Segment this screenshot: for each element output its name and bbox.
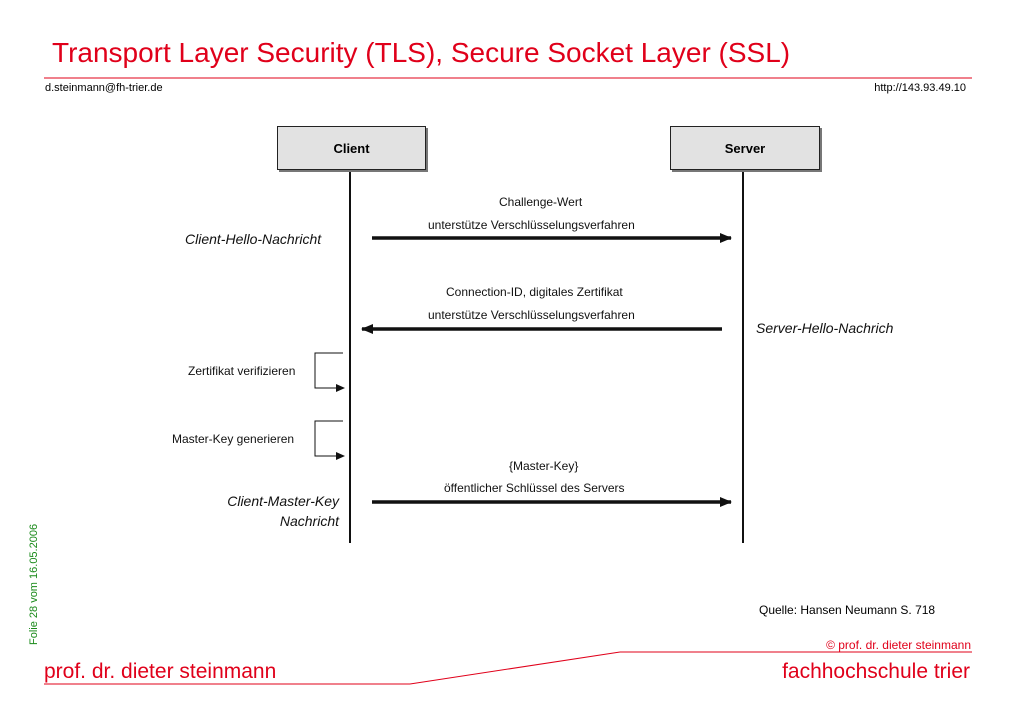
slide-number-date: Folie 28 vom 16.05.2006 <box>28 523 40 645</box>
footer-rule-diagonal <box>409 651 621 685</box>
server-box: Server <box>670 126 820 170</box>
msg3-line2: öffentlicher Schlüssel des Servers <box>444 481 625 495</box>
footer-institution: fachhochschule trier <box>782 660 970 683</box>
client-box: Client <box>277 126 426 170</box>
msg1-line2: unterstütze Verschlüsselungsverfahren <box>428 218 635 232</box>
verify-self-arrow <box>314 352 345 392</box>
source-citation: Quelle: Hansen Neumann S. 718 <box>759 603 936 617</box>
msg2-line2: unterstütze Verschlüsselungsverfahren <box>428 308 635 322</box>
client-master-key-label-2: Nachricht <box>279 513 339 529</box>
msg2-line1: Connection-ID, digitales Zertifikat <box>446 285 623 299</box>
footer-author: prof. dr. dieter steinmann <box>44 660 277 683</box>
client-master-key-label: Client-Master-Key <box>227 493 339 509</box>
copyright: © prof. dr. dieter steinmann <box>826 638 971 652</box>
client-hello-label: Client-Hello-Nachricht <box>185 231 322 247</box>
server-url: http://143.93.49.10 <box>874 82 966 94</box>
generate-master-key-label: Master-Key generieren <box>172 432 295 446</box>
msg1-line1: Challenge-Wert <box>499 195 583 209</box>
server-hello-label: Server-Hello-Nachrich <box>756 320 894 336</box>
slide-title: Transport Layer Security (TLS), Secure S… <box>52 37 791 68</box>
verify-certificate-label: Zertifikat verifizieren <box>188 364 296 378</box>
msg3-line1: {Master-Key} <box>509 459 579 473</box>
author-email: d.steinmann@fh-trier.de <box>45 82 163 94</box>
generate-self-arrow <box>314 420 345 460</box>
